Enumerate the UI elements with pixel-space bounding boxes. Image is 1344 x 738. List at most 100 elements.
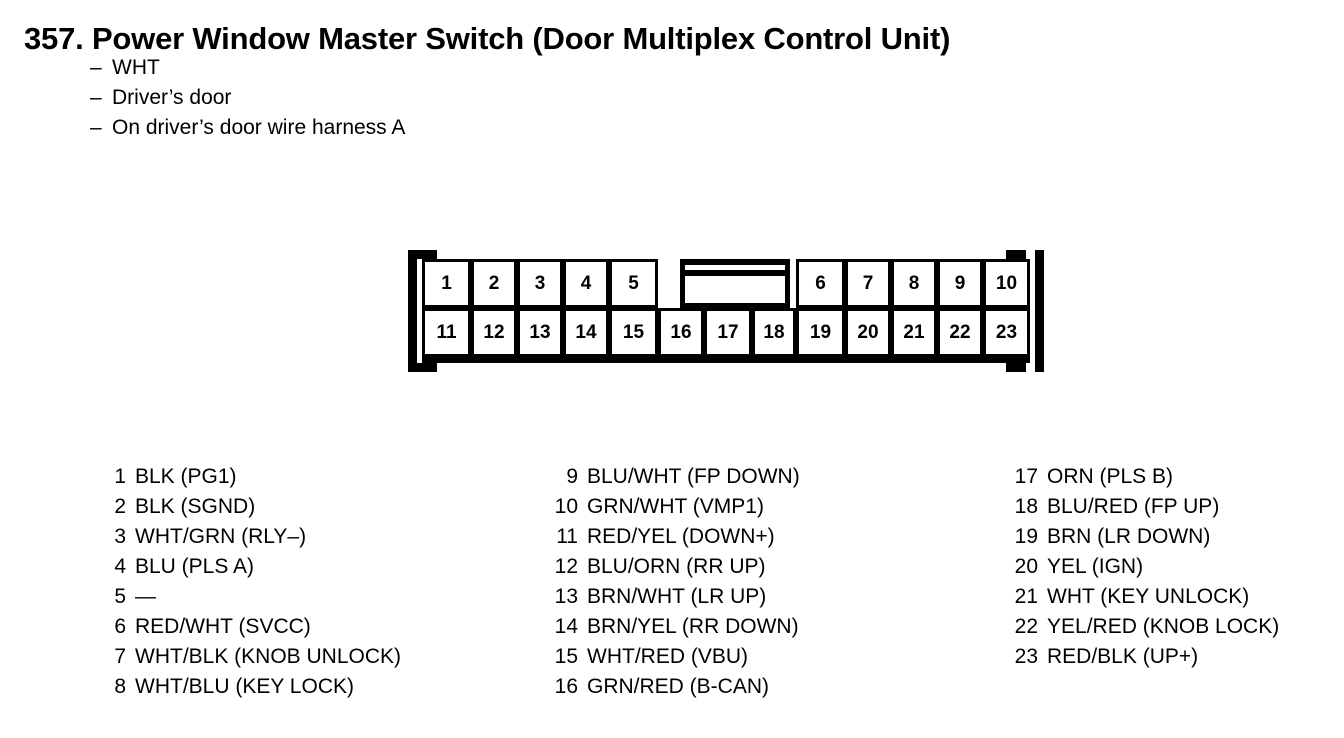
bullet-dash-icon: – [90, 56, 102, 79]
pin-cell-1[interactable]: 1 [422, 259, 471, 308]
bullet-dash-icon: – [90, 116, 102, 139]
pin-number: 20 [1014, 555, 1038, 578]
connector-rail-left [408, 250, 417, 372]
pin-cell-7[interactable]: 7 [845, 259, 891, 308]
pin-number: 13 [554, 585, 578, 608]
pin-cell-16[interactable]: 16 [658, 308, 704, 357]
connector-keying-tab [680, 259, 790, 308]
pin-legend-row: 4 BLU (PLS A) [96, 552, 401, 582]
connector-tab-gap-left [658, 259, 664, 308]
pin-cell-15[interactable]: 15 [609, 308, 658, 357]
pin-number: 4 [114, 555, 126, 578]
pin-legend-row: 3 WHT/GRN (RLY–) [96, 522, 401, 552]
pin-cell-3[interactable]: 3 [517, 259, 563, 308]
pin-description: WHT/BLU (KEY LOCK) [135, 675, 354, 698]
pin-legend-row: 22 YEL/RED (KNOB LOCK) [1008, 612, 1280, 642]
connector-body: 1 2 3 4 5 6 7 8 9 10 11 12 13 14 15 16 1… [422, 259, 1030, 363]
pin-description: BRN/WHT (LR UP) [587, 585, 767, 608]
pin-legend-row: 5— [96, 582, 401, 612]
pin-description: BLU/ORN (RR UP) [587, 555, 766, 578]
pin-number: 22 [1014, 615, 1038, 638]
pin-number: 17 [1014, 465, 1038, 488]
pin-description: — [135, 585, 156, 608]
pin-cell-8[interactable]: 8 [891, 259, 937, 308]
pin-description: WHT/RED (VBU) [587, 645, 748, 668]
pin-cell-22[interactable]: 22 [937, 308, 983, 357]
connector-shoulder-bottom-right [1006, 363, 1026, 372]
pin-description: GRN/RED (B-CAN) [587, 675, 769, 698]
connector-shoulder-top-left [417, 250, 437, 259]
pin-description: RED/WHT (SVCC) [135, 615, 311, 638]
pin-cell-5[interactable]: 5 [609, 259, 658, 308]
pin-cell-17[interactable]: 17 [704, 308, 752, 357]
pin-cell-23[interactable]: 23 [983, 308, 1030, 357]
pin-cell-11[interactable]: 11 [422, 308, 471, 357]
pin-number: 19 [1014, 525, 1038, 548]
pin-description: RED/BLK (UP+) [1047, 645, 1199, 668]
pin-description: BLU/WHT (FP DOWN) [587, 465, 800, 488]
pin-number: 7 [114, 645, 126, 668]
pin-description: WHT/BLK (KNOB UNLOCK) [135, 645, 402, 668]
pin-number: 14 [554, 615, 578, 638]
pin-number: 16 [554, 675, 578, 698]
pin-legend-row: 20 YEL (IGN) [1008, 552, 1279, 582]
pin-cell-21[interactable]: 21 [891, 308, 937, 357]
pin-legend-row: 1 BLK (PG1) [96, 462, 401, 492]
pin-description: BRN/YEL (RR DOWN) [587, 615, 799, 638]
connector-tab-gap-right [790, 259, 796, 308]
connector-diagram: 1 2 3 4 5 6 7 8 9 10 11 12 13 14 15 16 1… [408, 250, 1044, 372]
pin-cell-18[interactable]: 18 [752, 308, 796, 357]
pin-description: BRN (LR DOWN) [1047, 525, 1211, 548]
subtitle-item: –On driver’s door wire harness A [90, 113, 405, 143]
pin-description: WHT/GRN (RLY–) [135, 525, 307, 548]
subtitle-item: –WHT [90, 53, 405, 83]
pin-legend-row: 14 BRN/YEL (RR DOWN) [548, 612, 800, 642]
pin-cell-13[interactable]: 13 [517, 308, 563, 357]
pin-number: 23 [1014, 645, 1038, 668]
pin-cell-20[interactable]: 20 [845, 308, 891, 357]
pin-number: 18 [1014, 495, 1038, 518]
pin-number: 1 [114, 465, 126, 488]
pin-legend-row: 16 GRN/RED (B-CAN) [548, 672, 800, 702]
pin-number: 11 [556, 525, 578, 548]
pin-cell-12[interactable]: 12 [471, 308, 517, 357]
subtitle-text: WHT [112, 56, 160, 79]
pin-cell-14[interactable]: 14 [563, 308, 609, 357]
subtitle-item: –Driver’s door [90, 83, 405, 113]
pin-number: 21 [1014, 585, 1038, 608]
connector-keying-tab-line [685, 270, 785, 276]
connector-rail-right [1035, 250, 1044, 372]
pin-number: 3 [114, 525, 126, 548]
pin-description: YEL/RED (KNOB LOCK) [1047, 615, 1280, 638]
pin-description: YEL (IGN) [1047, 555, 1144, 578]
pin-cell-2[interactable]: 2 [471, 259, 517, 308]
pin-legend-row: 12 BLU/ORN (RR UP) [548, 552, 800, 582]
connector-shoulder-top-right [1006, 250, 1026, 259]
pin-number: 5 [114, 585, 126, 608]
pin-number: 9 [566, 465, 578, 488]
subtitle-text: Driver’s door [112, 86, 232, 109]
pin-legend-row: 23 RED/BLK (UP+) [1008, 642, 1279, 672]
title-block: 357. Power Window Master Switch (Door Mu… [24, 20, 1324, 58]
pin-cell-10[interactable]: 10 [983, 259, 1030, 308]
page-title: 357. Power Window Master Switch (Door Mu… [24, 21, 951, 56]
pin-description: BLU (PLS A) [135, 555, 255, 578]
pin-description: BLK (PG1) [135, 465, 237, 488]
pin-cell-9[interactable]: 9 [937, 259, 983, 308]
pin-number: 12 [554, 555, 578, 578]
pin-cell-19[interactable]: 19 [796, 308, 845, 357]
pin-legend-row: 9 BLU/WHT (FP DOWN) [548, 462, 800, 492]
pin-cell-6[interactable]: 6 [796, 259, 845, 308]
pin-description: GRN/WHT (VMP1) [587, 495, 764, 518]
pin-cell-4[interactable]: 4 [563, 259, 609, 308]
